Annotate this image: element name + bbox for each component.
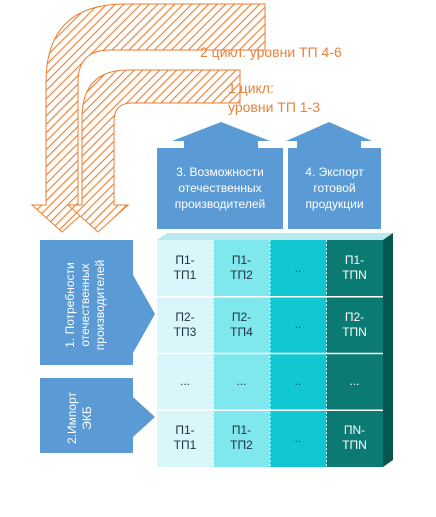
cycle2-arrow (30, 3, 266, 233)
box-2-line-2: ЭКБ (80, 406, 94, 430)
matrix-cell: ... (179, 374, 190, 388)
box-2-line-1: 2.Импорт (65, 392, 79, 444)
matrix-cell: П1- ТП1 (173, 423, 197, 453)
box-3-line-1: 3. Возможности (176, 165, 264, 179)
matrix-cell: .. (294, 374, 302, 388)
box-4-line-3: продукции (305, 197, 364, 211)
box-3-label: 3. Возможности отечественных производите… (157, 164, 283, 212)
matrix-cell: П1- ТПN (342, 253, 367, 282)
box-2-label: 2.Импорт ЭКБ (65, 383, 99, 453)
matrix-right-face (383, 233, 393, 467)
cycle1-label-line2: уровни ТП 1-3 (228, 99, 321, 115)
box-4-label: 4. Экспорт готовой продукции (288, 164, 381, 212)
matrix-top-face (157, 233, 393, 240)
box-3-line-2: отечественных (178, 181, 262, 195)
box-4-line-1: 4. Экспорт (305, 165, 364, 179)
matrix-cell: ... (236, 374, 247, 388)
box-1-line-1: 1. Потребности (63, 262, 77, 348)
matrix-cell: .. (294, 260, 302, 275)
matrix-cell: .. (294, 317, 302, 332)
cycle1-arrow (66, 69, 241, 233)
box-1-needs (40, 240, 155, 365)
matrix-cell: П1- ТП2 (230, 423, 253, 453)
box-3-line-3: производителей (174, 197, 266, 211)
matrix-cell: ПN- ТПN (342, 423, 367, 453)
matrix-cell: П2- ТПN (342, 309, 367, 339)
box-4-export (288, 148, 381, 229)
matrix-cell: .. (294, 430, 302, 445)
box-4-line-2: готовой (313, 181, 356, 195)
matrix-cell: П2- ТП4 (230, 309, 253, 339)
up-arrow-3 (172, 122, 270, 148)
box-1-label: 1. Потребности отечественных производите… (63, 250, 113, 360)
matrix-cell: П2- ТП3 (173, 309, 197, 339)
box-1-line-2: отечественных (78, 263, 92, 347)
up-arrow-4 (286, 122, 372, 148)
matrix-cell: ... (349, 374, 360, 388)
matrix-cell: П1- ТП1 (173, 253, 197, 282)
box-2-import (40, 378, 155, 453)
box-1-line-3: производителей (93, 259, 107, 351)
matrix-cell: П1- ТП2 (230, 253, 253, 282)
box-3-capabilities (157, 148, 283, 229)
cycle2-label: 2 цикл: уровни ТП 4-6 (200, 44, 342, 60)
cycle1-label-line1: 1 цикл: (228, 80, 274, 96)
